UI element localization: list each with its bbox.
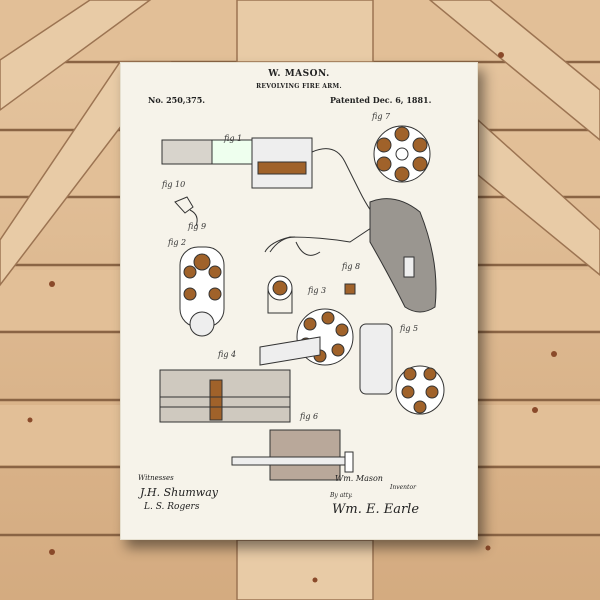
patent-number: No. 250,375. [148,95,206,105]
witness-2-signature: L. S. Rogers [144,502,200,512]
fig-2-label: fig 2 [168,238,187,247]
fig-9-label: fig 9 [188,222,207,231]
patent-subject: REVOLVING FIRE ARM. [256,83,342,90]
attorney-signature: Wm. E. Earle [332,502,420,517]
fig-7-label: fig 7 [372,112,391,121]
attorney-label: By atty. [330,492,353,499]
witnesses-label: Witnesses [138,474,174,482]
fig-5-label: fig 5 [400,324,419,333]
fig-6-label: fig 6 [300,412,319,421]
patent-print-canvas: W. MASON. REVOLVING FIRE ARM. No. 250,37… [120,62,478,540]
patent-date: Patented Dec. 6, 1881. [330,95,432,105]
revolver-drawing [159,125,445,481]
fig-4-label: fig 4 [218,350,237,359]
fig-8-label: fig 8 [342,262,361,271]
inventor-label: Inventor [390,484,416,491]
witness-1-signature: J.H. Shumway [140,486,218,499]
fig-10-label: fig 10 [162,180,186,189]
fig-3-label: fig 3 [308,286,327,295]
fig-1-label: fig 1 [224,134,243,143]
inventor-header: W. MASON. [268,69,330,79]
inventor-signature: Wm. Mason [335,474,383,483]
